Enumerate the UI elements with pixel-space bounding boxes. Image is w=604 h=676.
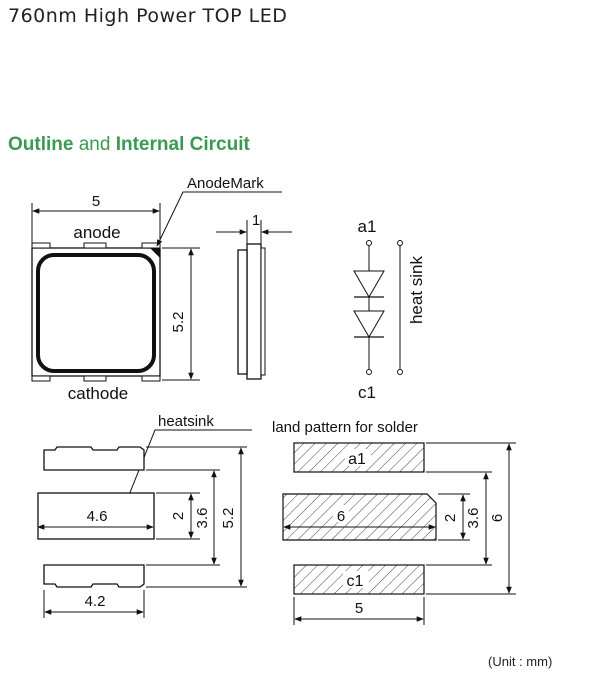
internal-circuit: a1 c1 heat sink	[353, 217, 426, 402]
circuit-c1-label: c1	[358, 383, 376, 402]
side-lens	[237, 249, 248, 375]
lead-tab-bottom-left	[31, 375, 51, 382]
top-view: 5 anode cathode AnodeMark 5.2	[31, 175, 282, 403]
heading-and: and	[73, 134, 116, 155]
bottom-top-lead	[43, 446, 145, 471]
width-dim-label: 5	[92, 193, 100, 210]
heading-internal-circuit: Internal Circuit	[115, 134, 250, 155]
lens-cavity	[36, 253, 156, 373]
anode-label: anode	[73, 223, 120, 242]
lead-tab-top-mid	[83, 242, 107, 249]
anode-mark-leader	[156, 191, 282, 247]
diode-1-icon	[353, 270, 385, 299]
land-pad-c1-label-bg	[343, 571, 369, 588]
heatsink-leader	[126, 429, 252, 501]
land-pad-c1-label: c1	[347, 573, 364, 590]
side-body	[246, 243, 262, 380]
land-dim-6-label: 6	[489, 514, 506, 522]
heat-sink-terminal-bottom	[397, 369, 403, 375]
anode-mark-corner	[150, 248, 160, 258]
section-heading: Outline and Internal Circuit	[8, 134, 250, 156]
lead-tab-bottom-right	[141, 375, 161, 382]
heat-sink-terminal-top	[397, 240, 403, 246]
diode-2-icon	[353, 310, 385, 339]
lead-tab-top-left	[31, 242, 51, 249]
dim-5-2-label: 5.2	[220, 508, 237, 529]
land-pad-center	[282, 493, 437, 541]
terminal-a1	[366, 240, 372, 246]
heatsink-label: heatsink	[158, 413, 214, 430]
bottom-heatsink-pad	[37, 492, 155, 540]
heading-outline: Outline	[8, 134, 74, 155]
land-pad-center-label: 6	[337, 508, 345, 525]
heat-sink-label: heat sink	[407, 255, 426, 324]
circuit-a1-label: a1	[358, 217, 377, 236]
land-dim-3-6-label: 3.6	[465, 508, 482, 529]
land-pattern: land pattern for solder a1 6 c1 5 2 3.6 …	[272, 419, 516, 625]
terminal-c1	[366, 369, 372, 375]
side-lead	[260, 247, 266, 376]
height-dim-label: 5.2	[170, 312, 187, 333]
page-title: 760nm High Power TOP LED	[8, 5, 288, 27]
land-pattern-title: land pattern for solder	[272, 419, 418, 436]
dim-2-label: 2	[170, 512, 187, 520]
lead-tab-bottom-mid	[83, 375, 107, 382]
anode-mark-label: AnodeMark	[187, 175, 264, 192]
cathode-label: cathode	[68, 384, 129, 403]
land-dim-2-label: 2	[442, 514, 459, 522]
land-pad-a1-label-bg	[345, 449, 371, 466]
pad-width-dim-label: 4.6	[87, 508, 108, 525]
unit-note: (Unit : mm)	[488, 654, 553, 669]
land-pad-a1-label: a1	[348, 451, 366, 468]
dim-3-6-label: 3.6	[194, 508, 211, 529]
bottom-view: heatsink 4.6 4.2 2 3.6 5.2	[37, 413, 252, 618]
body-width-dim-label: 4.2	[85, 593, 106, 610]
side-view: 1	[216, 212, 292, 380]
thickness-dim-label: 1	[252, 212, 260, 229]
land-width-dim-label: 5	[355, 600, 363, 617]
land-pad-center-label-bg	[333, 505, 349, 522]
bottom-lower-lead	[43, 564, 145, 588]
